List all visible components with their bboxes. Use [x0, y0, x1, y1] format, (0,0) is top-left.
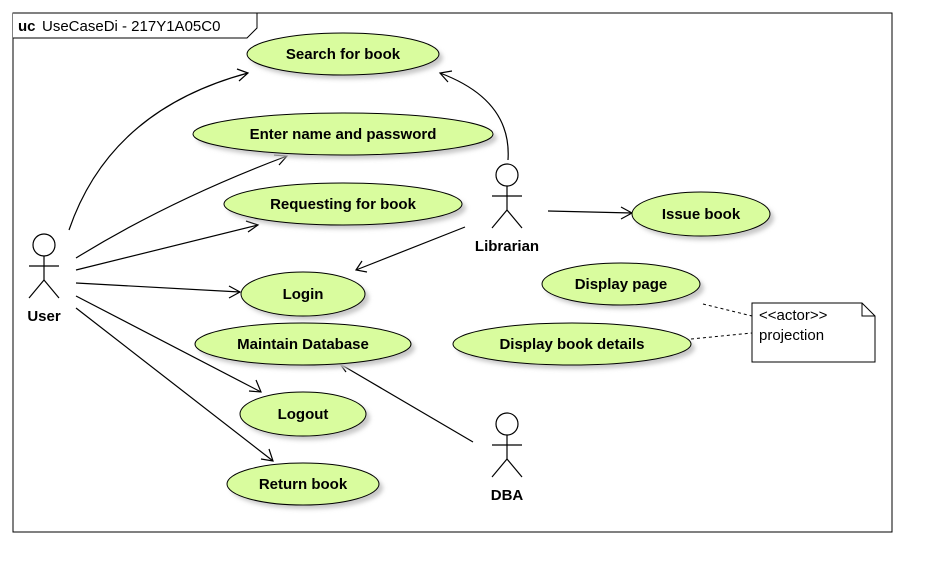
note-projection[interactable]: <<actor>> projection: [751, 302, 876, 363]
assoc-librarian-issue: [547, 210, 633, 214]
usecase-display-page[interactable]: Display page: [541, 262, 704, 309]
assoc-user-search: [68, 72, 249, 231]
arrowhead-requesting: [245, 220, 260, 233]
usecase-label: Logout: [278, 406, 329, 423]
note-anchor-display-page: [702, 303, 753, 317]
arrowhead-login-user: [228, 285, 242, 299]
actor-librarian[interactable]: Librarian: [475, 163, 539, 255]
note-name: projection: [759, 327, 824, 344]
note-anchors: [690, 303, 753, 340]
actor-head: [495, 412, 519, 436]
note-stereotype: <<actor>>: [759, 307, 828, 324]
arrowhead-search-librarian: [438, 70, 453, 83]
arrowhead-login-librarian: [354, 260, 368, 273]
usecase-label: Maintain Database: [237, 336, 369, 353]
usecase-enter-name-and-password[interactable]: Enter name and password: [192, 112, 497, 159]
usecase-issue-book[interactable]: Issue book: [631, 191, 774, 240]
usecase-label: Issue book: [662, 206, 741, 223]
usecase-logout[interactable]: Logout: [239, 391, 370, 440]
assoc-librarian-login: [355, 226, 466, 271]
assoc-user-login: [75, 282, 241, 293]
frame-title: UseCaseDi - 217Y1A05C0: [42, 18, 220, 35]
frame-keyword: uc: [18, 18, 36, 35]
usecase-requesting-for-book[interactable]: Requesting for book: [223, 182, 466, 229]
usecase-label: Display book details: [499, 336, 644, 353]
actor-label-user: User: [27, 308, 61, 325]
assoc-dba-maintain: [339, 363, 474, 443]
diagram-frame: uc UseCaseDi - 217Y1A05C0: [12, 12, 893, 533]
actor-label-librarian: Librarian: [475, 238, 539, 255]
associations: [68, 72, 633, 462]
assoc-user-return: [75, 307, 274, 462]
usecase-label: Display page: [575, 276, 668, 293]
usecase-search-for-book[interactable]: Search for book: [246, 32, 443, 79]
actor-dba[interactable]: DBA: [491, 412, 524, 504]
actor-label-dba: DBA: [491, 487, 524, 504]
usecase-label: Login: [283, 286, 324, 303]
arrowhead-logout: [248, 379, 262, 393]
assoc-librarian-search: [439, 72, 509, 161]
use-cases: Search for book Enter name and password …: [192, 32, 774, 509]
usecase-display-book-details[interactable]: Display book details: [452, 322, 695, 369]
assoc-user-enter-name: [75, 155, 288, 259]
usecase-maintain-database[interactable]: Maintain Database: [194, 322, 415, 369]
actor-head: [32, 233, 56, 257]
usecase-label: Requesting for book: [270, 196, 416, 213]
actor-user[interactable]: User: [27, 233, 61, 325]
note-anchor-display-details: [690, 332, 753, 340]
assoc-user-requesting: [75, 224, 259, 271]
arrowhead-return: [260, 448, 274, 462]
usecase-label: Return book: [259, 476, 348, 493]
assoc-user-logout: [75, 295, 262, 393]
arrowhead-search-user: [236, 68, 250, 82]
usecase-login[interactable]: Login: [240, 271, 369, 320]
actor-head: [495, 163, 519, 187]
usecase-label: Search for book: [286, 46, 401, 63]
usecase-return-book[interactable]: Return book: [226, 462, 383, 509]
usecase-label: Enter name and password: [250, 126, 437, 143]
